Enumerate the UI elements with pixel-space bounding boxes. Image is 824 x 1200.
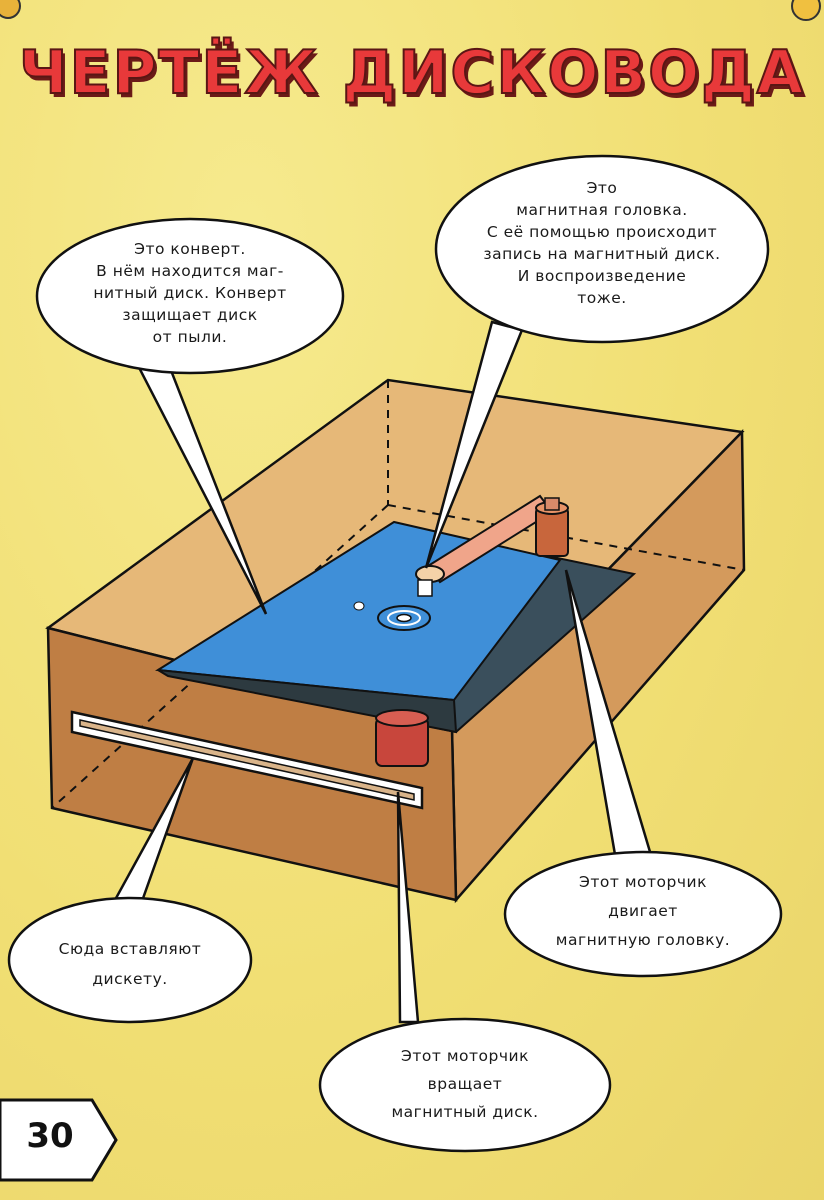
text-line: Это <box>586 179 618 197</box>
callout-head-motor-text: Этот моторчик двигает магнитную головку. <box>528 868 758 955</box>
text-line: дискету. <box>92 970 168 988</box>
disk-hub-mid <box>387 610 421 626</box>
text-line: Этот моторчик <box>401 1047 529 1065</box>
callout-envelope-text: Это конверт. В нём находится маг- нитный… <box>50 238 330 348</box>
text-line: магнитную головку. <box>555 931 731 949</box>
text-line: нитный диск. Конверт <box>93 284 287 302</box>
text-line: Сюда вставляют <box>58 940 202 958</box>
page-number-tab <box>0 1098 118 1182</box>
head-motor-shaft <box>544 497 560 511</box>
callout-disk-motor-text: Этот моторчик вращает магнитный диск. <box>355 1042 575 1126</box>
text-line: вращает <box>427 1075 503 1093</box>
text-line: магнитная головка. <box>516 201 688 219</box>
text-line: запись на магнитный диск. <box>483 245 721 263</box>
text-line: от пыли. <box>152 328 228 346</box>
callout-disk-motor-tail <box>396 791 420 1024</box>
floppy-slot-inner <box>79 719 415 801</box>
corner-mark-right-icon <box>791 0 821 21</box>
text-line: защищает диск <box>122 306 258 324</box>
disk-index-hole <box>353 601 365 611</box>
text-line: И воспроизведение <box>517 267 687 285</box>
text-line: С её помощью происходит <box>486 223 718 241</box>
text-line: Этот моторчик <box>579 873 707 891</box>
text-line: тоже. <box>577 289 627 307</box>
corner-mark-left-icon <box>0 0 21 19</box>
disk-hub-center <box>396 613 412 623</box>
head-motor <box>535 507 569 557</box>
disk-hub-outer <box>377 605 431 631</box>
callout-head-text: Это магнитная головка. С её помощью прои… <box>450 177 754 309</box>
text-line: магнитный диск. <box>391 1103 539 1121</box>
text-line: В нём находится маг- <box>96 262 284 280</box>
text-line: Это конверт. <box>134 240 246 258</box>
page-number: 30 <box>26 1116 74 1156</box>
magnetic-head-tip <box>417 579 433 597</box>
page-title: ЧЕРТЁЖ ДИСКОВОДА <box>18 37 806 109</box>
text-line: двигает <box>608 902 678 920</box>
callout-slot-text: Сюда вставляют дискету. <box>30 934 230 994</box>
disk-motor-top <box>375 709 429 727</box>
